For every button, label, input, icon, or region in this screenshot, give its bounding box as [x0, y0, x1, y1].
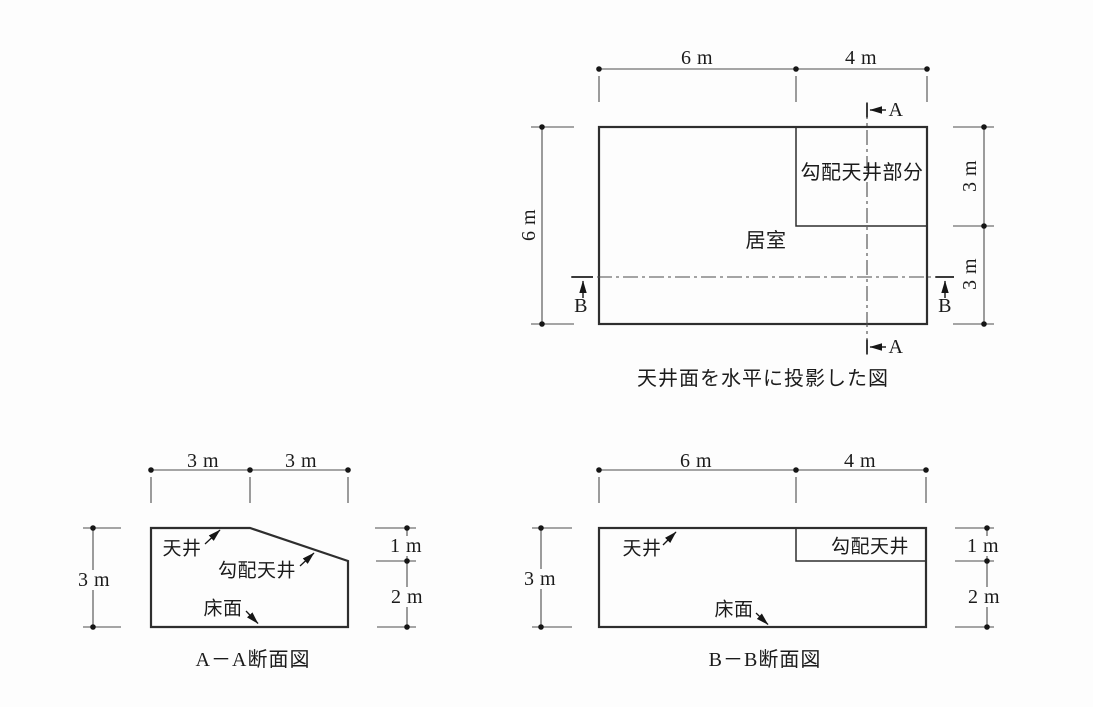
bb-ceiling-label: 天井	[622, 538, 662, 560]
aa-section-outline	[149, 526, 350, 629]
bb-top-dimension	[598, 469, 927, 503]
plan-section-mark-a-bottom: A	[888, 336, 904, 358]
section-aa-drawing	[83, 467, 416, 630]
bb-caption: B－B断面図	[708, 649, 822, 671]
aa-sloped-ceiling-leader-arrow	[299, 552, 315, 567]
aa-floor-label: 床面	[203, 598, 243, 620]
bb-dim-right-top-label: 1 m	[963, 536, 1003, 556]
aa-caption: A－A断面図	[195, 649, 311, 671]
plan-dim-left-label: 6 m	[518, 208, 540, 242]
plan-dimension-dots	[539, 66, 987, 327]
plan-dim-top-left-label: 6 m	[680, 47, 714, 69]
aa-dim-top-right-label: 3 m	[284, 450, 318, 472]
section-bb-drawing	[532, 467, 994, 630]
plan-room-label: 居室	[745, 230, 787, 252]
plan-sloped-area-outline	[795, 127, 927, 227]
plan-sloped-area-label: 勾配天井部分	[800, 162, 924, 184]
plan-dim-right-top-label: 3 m	[959, 159, 981, 193]
bb-dim-top-right-label: 4 m	[843, 450, 877, 472]
plan-top-dimension	[598, 68, 928, 102]
section-line-a	[866, 102, 886, 355]
plan-caption: 天井面を水平に投影した図	[637, 368, 889, 390]
section-line-b	[571, 276, 954, 298]
bb-floor-leader-arrow	[755, 612, 769, 625]
aa-dim-top-left-label: 3 m	[186, 450, 220, 472]
bb-section-outline	[597, 526, 928, 629]
bb-floor-label: 床面	[714, 599, 754, 621]
aa-sloped-ceiling-label: 勾配天井	[217, 560, 297, 582]
bb-ceiling-leader-arrow	[662, 531, 677, 546]
plan-view-drawing	[531, 66, 994, 355]
bb-sloped-ceiling-label: 勾配天井	[830, 536, 910, 558]
aa-ceiling-label: 天井	[162, 538, 202, 560]
bb-sloped-ceiling-outline	[795, 528, 926, 562]
aa-ceiling-leader-arrow	[204, 529, 221, 545]
plan-right-dimension	[953, 126, 994, 325]
bb-dim-left-label: 3 m	[520, 569, 560, 589]
plan-section-mark-a-top: A	[888, 99, 904, 121]
aa-floor-leader-arrow	[245, 610, 259, 624]
aa-dim-right-top-label: 1 m	[386, 536, 426, 556]
aa-top-dimension	[150, 469, 349, 503]
bb-dim-right-bottom-label: 2 m	[964, 587, 1004, 607]
aa-dimension-dots	[90, 467, 410, 630]
plan-dim-top-right-label: 4 m	[844, 47, 878, 69]
aa-dim-right-bottom-label: 2 m	[387, 587, 427, 607]
plan-dim-right-bottom-label: 3 m	[959, 257, 981, 291]
plan-section-mark-b-right: B	[938, 295, 952, 317]
bb-dim-top-left-label: 6 m	[679, 450, 713, 472]
bb-dimension-dots	[538, 467, 990, 630]
plan-section-mark-b-left: B	[574, 295, 588, 317]
aa-dim-left-label: 3 m	[74, 570, 114, 590]
plan-left-dimension	[531, 126, 574, 325]
